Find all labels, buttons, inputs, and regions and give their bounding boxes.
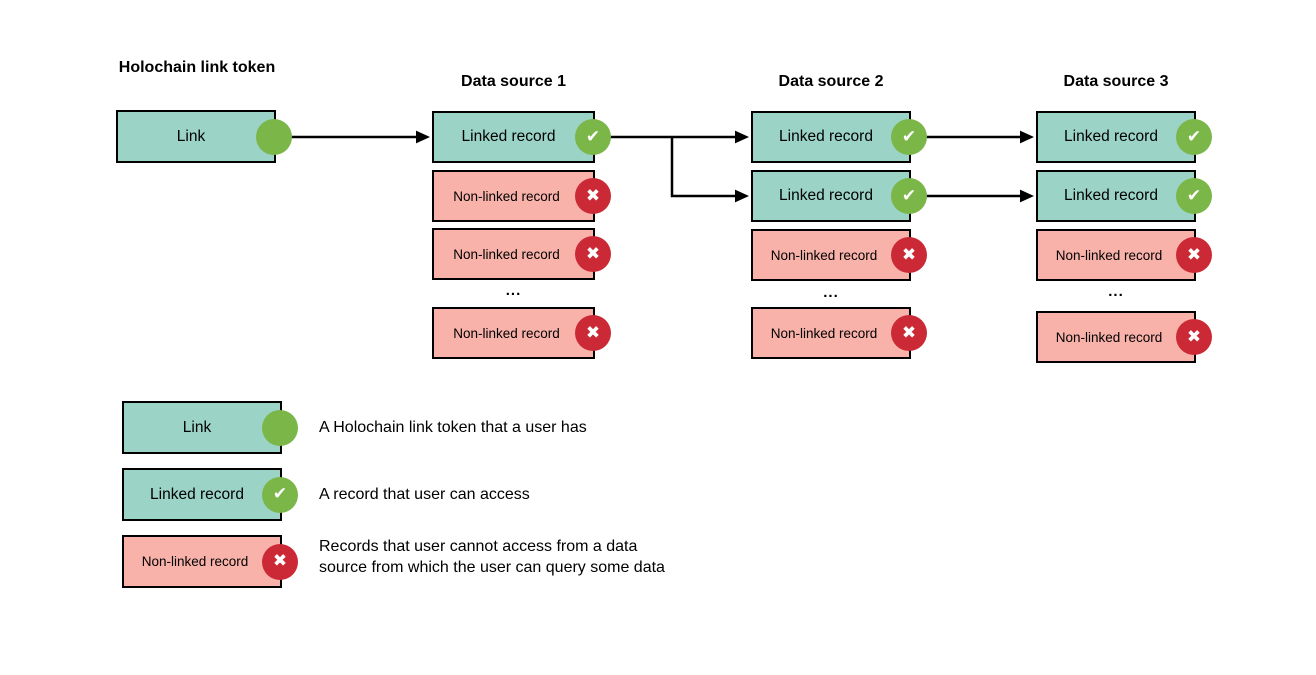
legend-link-description: A Holochain link token that a user has (319, 419, 587, 436)
ds2-non-linked-record-box-1: Non-linked record ✖ (751, 229, 927, 281)
legend-link-box: Link (122, 401, 298, 454)
ds1-row3-label: Non-linked record (453, 246, 560, 262)
legend-linked-record-description: A record that user can access (319, 486, 530, 503)
ds1-linked-record-box: Linked record ✔ (432, 111, 611, 163)
link-token-box: Link (116, 110, 292, 163)
token-column-title: Holochain link token (118, 59, 276, 76)
ds2-row4-label: Non-linked record (770, 325, 878, 341)
link-dot-icon (256, 118, 292, 155)
legend-non-linked-record-box: Non-linked record ✖ (122, 535, 298, 588)
arrowhead-ds2-to-ds3-row1 (1020, 130, 1034, 144)
link-token-label: Link (176, 127, 206, 145)
legend-non-linked-record-description: Records that user cannot access from a d… (319, 538, 665, 576)
ds1-row1-label: Linked record (461, 128, 556, 145)
cross-icon: ✖ (891, 315, 927, 351)
ds2-row2-label: Linked record (779, 187, 873, 204)
cross-icon: ✖ (575, 236, 611, 272)
ds2-row1-label: Linked record (779, 128, 873, 145)
arrowhead-token-to-ds1 (416, 130, 430, 144)
arrowhead-ds1-to-ds2-row1 (735, 130, 749, 144)
ds1-non-linked-record-box-1: Non-linked record ✖ (432, 170, 611, 222)
cross-icon: ✖ (891, 237, 927, 273)
ds3-ellipsis: ... (1108, 283, 1124, 300)
check-icon: ✔ (262, 476, 298, 513)
check-icon: ✔ (1176, 178, 1212, 214)
check-icon: ✔ (891, 178, 927, 214)
cross-icon: ✖ (1176, 237, 1212, 273)
legend-non-linked-record-label: Non-linked record (141, 554, 249, 569)
legend-linked-record-label: Linked record (150, 485, 244, 503)
cross-icon: ✖ (1176, 319, 1212, 355)
ds2-linked-record-box-2: Linked record ✔ (751, 170, 927, 222)
link-dot-icon (262, 409, 298, 446)
ds3-column-title: Data source 3 (1063, 73, 1169, 90)
ds2-column-title: Data source 2 (778, 73, 884, 90)
ds1-non-linked-record-box-2: Non-linked record ✖ (432, 228, 611, 280)
ds2-row3-label: Non-linked record (770, 247, 878, 263)
ds1-row2-label: Non-linked record (453, 188, 560, 204)
ds3-linked-record-box-2: Linked record ✔ (1036, 170, 1212, 222)
cross-icon: ✖ (575, 315, 611, 351)
cross-icon: ✖ (262, 543, 298, 580)
ds3-non-linked-record-box-1: Non-linked record ✖ (1036, 229, 1212, 281)
arrowhead-ds1-to-ds2-row2 (735, 189, 749, 203)
ds3-row4-label: Non-linked record (1055, 329, 1163, 345)
check-icon: ✔ (891, 119, 927, 155)
ds2-linked-record-box-1: Linked record ✔ (751, 111, 927, 163)
legend-linked-record-box: Linked record ✔ (122, 468, 298, 521)
arrowhead-ds2-to-ds3-row2 (1020, 189, 1034, 203)
ds2-non-linked-record-box-2: Non-linked record ✖ (751, 307, 927, 359)
ds3-linked-record-box-1: Linked record ✔ (1036, 111, 1212, 163)
check-icon: ✔ (575, 119, 611, 155)
ds3-row2-label: Linked record (1064, 187, 1158, 204)
ds3-row1-label: Linked record (1064, 128, 1158, 145)
cross-icon: ✖ (575, 178, 611, 214)
ds2-ellipsis: ... (823, 284, 839, 301)
ds1-column-title: Data source 1 (461, 73, 566, 90)
ds3-row3-label: Non-linked record (1055, 247, 1163, 263)
legend-link-label: Link (182, 418, 212, 436)
arrow-ds1-to-ds2-row2 (670, 137, 736, 198)
ds1-non-linked-record-box-3: Non-linked record ✖ (432, 307, 611, 359)
ds1-ellipsis: ... (505, 282, 522, 299)
check-icon: ✔ (1176, 119, 1212, 155)
ds1-row4-label: Non-linked record (453, 325, 560, 341)
ds3-non-linked-record-box-2: Non-linked record ✖ (1036, 311, 1212, 363)
